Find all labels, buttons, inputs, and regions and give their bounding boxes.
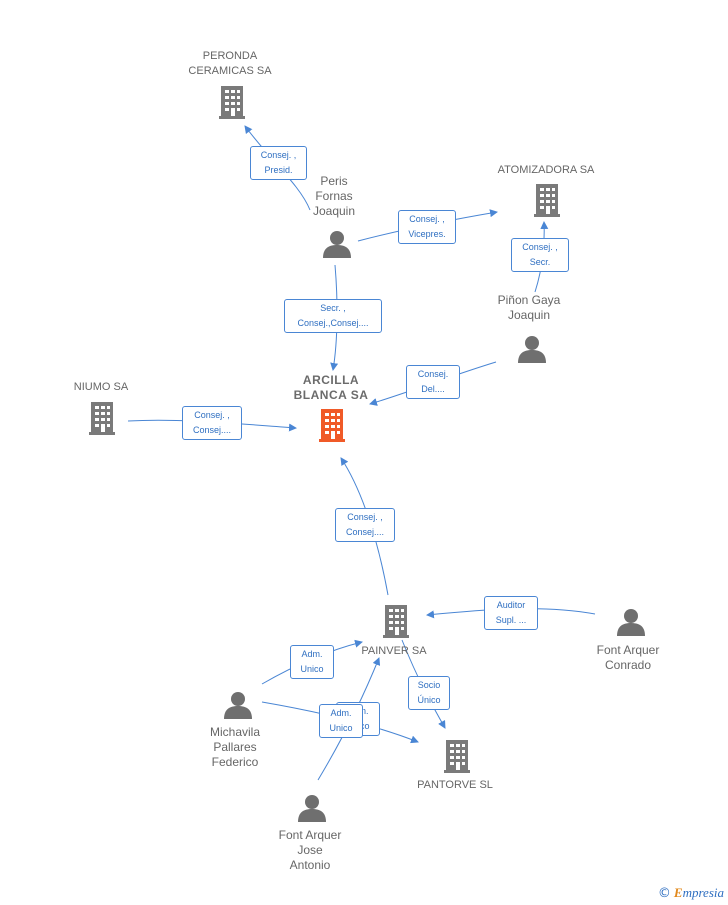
building-icon-pantorve[interactable] bbox=[444, 740, 470, 773]
brand-name: mpresia bbox=[682, 885, 724, 900]
edge-label-peris-peronda[interactable]: Consej. , Presid. bbox=[250, 146, 307, 180]
edge-label-peris-atomizadora[interactable]: Consej. , Vicepres. bbox=[398, 210, 456, 244]
building-icon-arcilla[interactable] bbox=[319, 409, 345, 442]
building-icon-painver[interactable] bbox=[383, 605, 409, 638]
company-label-arcilla[interactable]: ARCILLA BLANCA SA bbox=[293, 373, 369, 402]
edge-label-painver-pantorve[interactable]: Socio Único bbox=[408, 676, 450, 710]
edge-label-jose-painver[interactable]: Adm. Unico bbox=[319, 704, 363, 738]
person-icon-font-jose[interactable] bbox=[298, 795, 326, 822]
company-label-peronda[interactable]: PERONDA CERAMICAS SA bbox=[188, 50, 272, 77]
brand-logo[interactable]: ©Empresia bbox=[658, 885, 724, 901]
edge-label-conrado-painver[interactable]: Auditor Supl. ... bbox=[484, 596, 538, 630]
brand-initial: E bbox=[673, 885, 683, 900]
company-label-niumo[interactable]: NIUMO SA bbox=[73, 381, 129, 393]
person-icon-michavila[interactable] bbox=[224, 692, 252, 719]
person-icon-font-conrado[interactable] bbox=[617, 609, 645, 636]
edge-label-pinon-arcilla[interactable]: Consej. Del.... bbox=[406, 365, 460, 399]
company-label-painver[interactable]: PAINVER SA bbox=[361, 645, 427, 657]
person-icon-pinon[interactable] bbox=[518, 336, 546, 363]
person-label-font-conrado[interactable]: Font Arquer Conrado bbox=[596, 643, 660, 672]
copyright-icon: © bbox=[657, 886, 671, 901]
building-icon-peronda[interactable] bbox=[219, 86, 245, 119]
edge-label-michavila-painver[interactable]: Adm. Unico bbox=[290, 645, 334, 679]
edge-label-painver-arcilla[interactable]: Consej. , Consej.... bbox=[335, 508, 395, 542]
edge-label-niumo-arcilla[interactable]: Consej. , Consej.... bbox=[182, 406, 242, 440]
edge-label-peris-arcilla[interactable]: Secr. , Consej.,Consej.... bbox=[284, 299, 382, 333]
person-icon-peris[interactable] bbox=[323, 231, 351, 258]
person-label-peris[interactable]: Peris Fornas Joaquin bbox=[312, 174, 356, 218]
building-icon-niumo[interactable] bbox=[89, 402, 115, 435]
company-label-atomizadora[interactable]: ATOMIZADORA SA bbox=[497, 164, 595, 176]
company-label-pantorve[interactable]: PANTORVE SL bbox=[417, 779, 493, 791]
edge-label-pinon-atomizadora[interactable]: Consej. , Secr. bbox=[511, 238, 569, 272]
building-icon-atomizadora[interactable] bbox=[534, 184, 560, 217]
person-label-michavila[interactable]: Michavila Pallares Federico bbox=[209, 725, 260, 769]
person-label-font-jose[interactable]: Font Arquer Jose Antonio bbox=[278, 828, 342, 872]
person-label-pinon[interactable]: Piñon Gaya Joaquin bbox=[497, 293, 561, 322]
